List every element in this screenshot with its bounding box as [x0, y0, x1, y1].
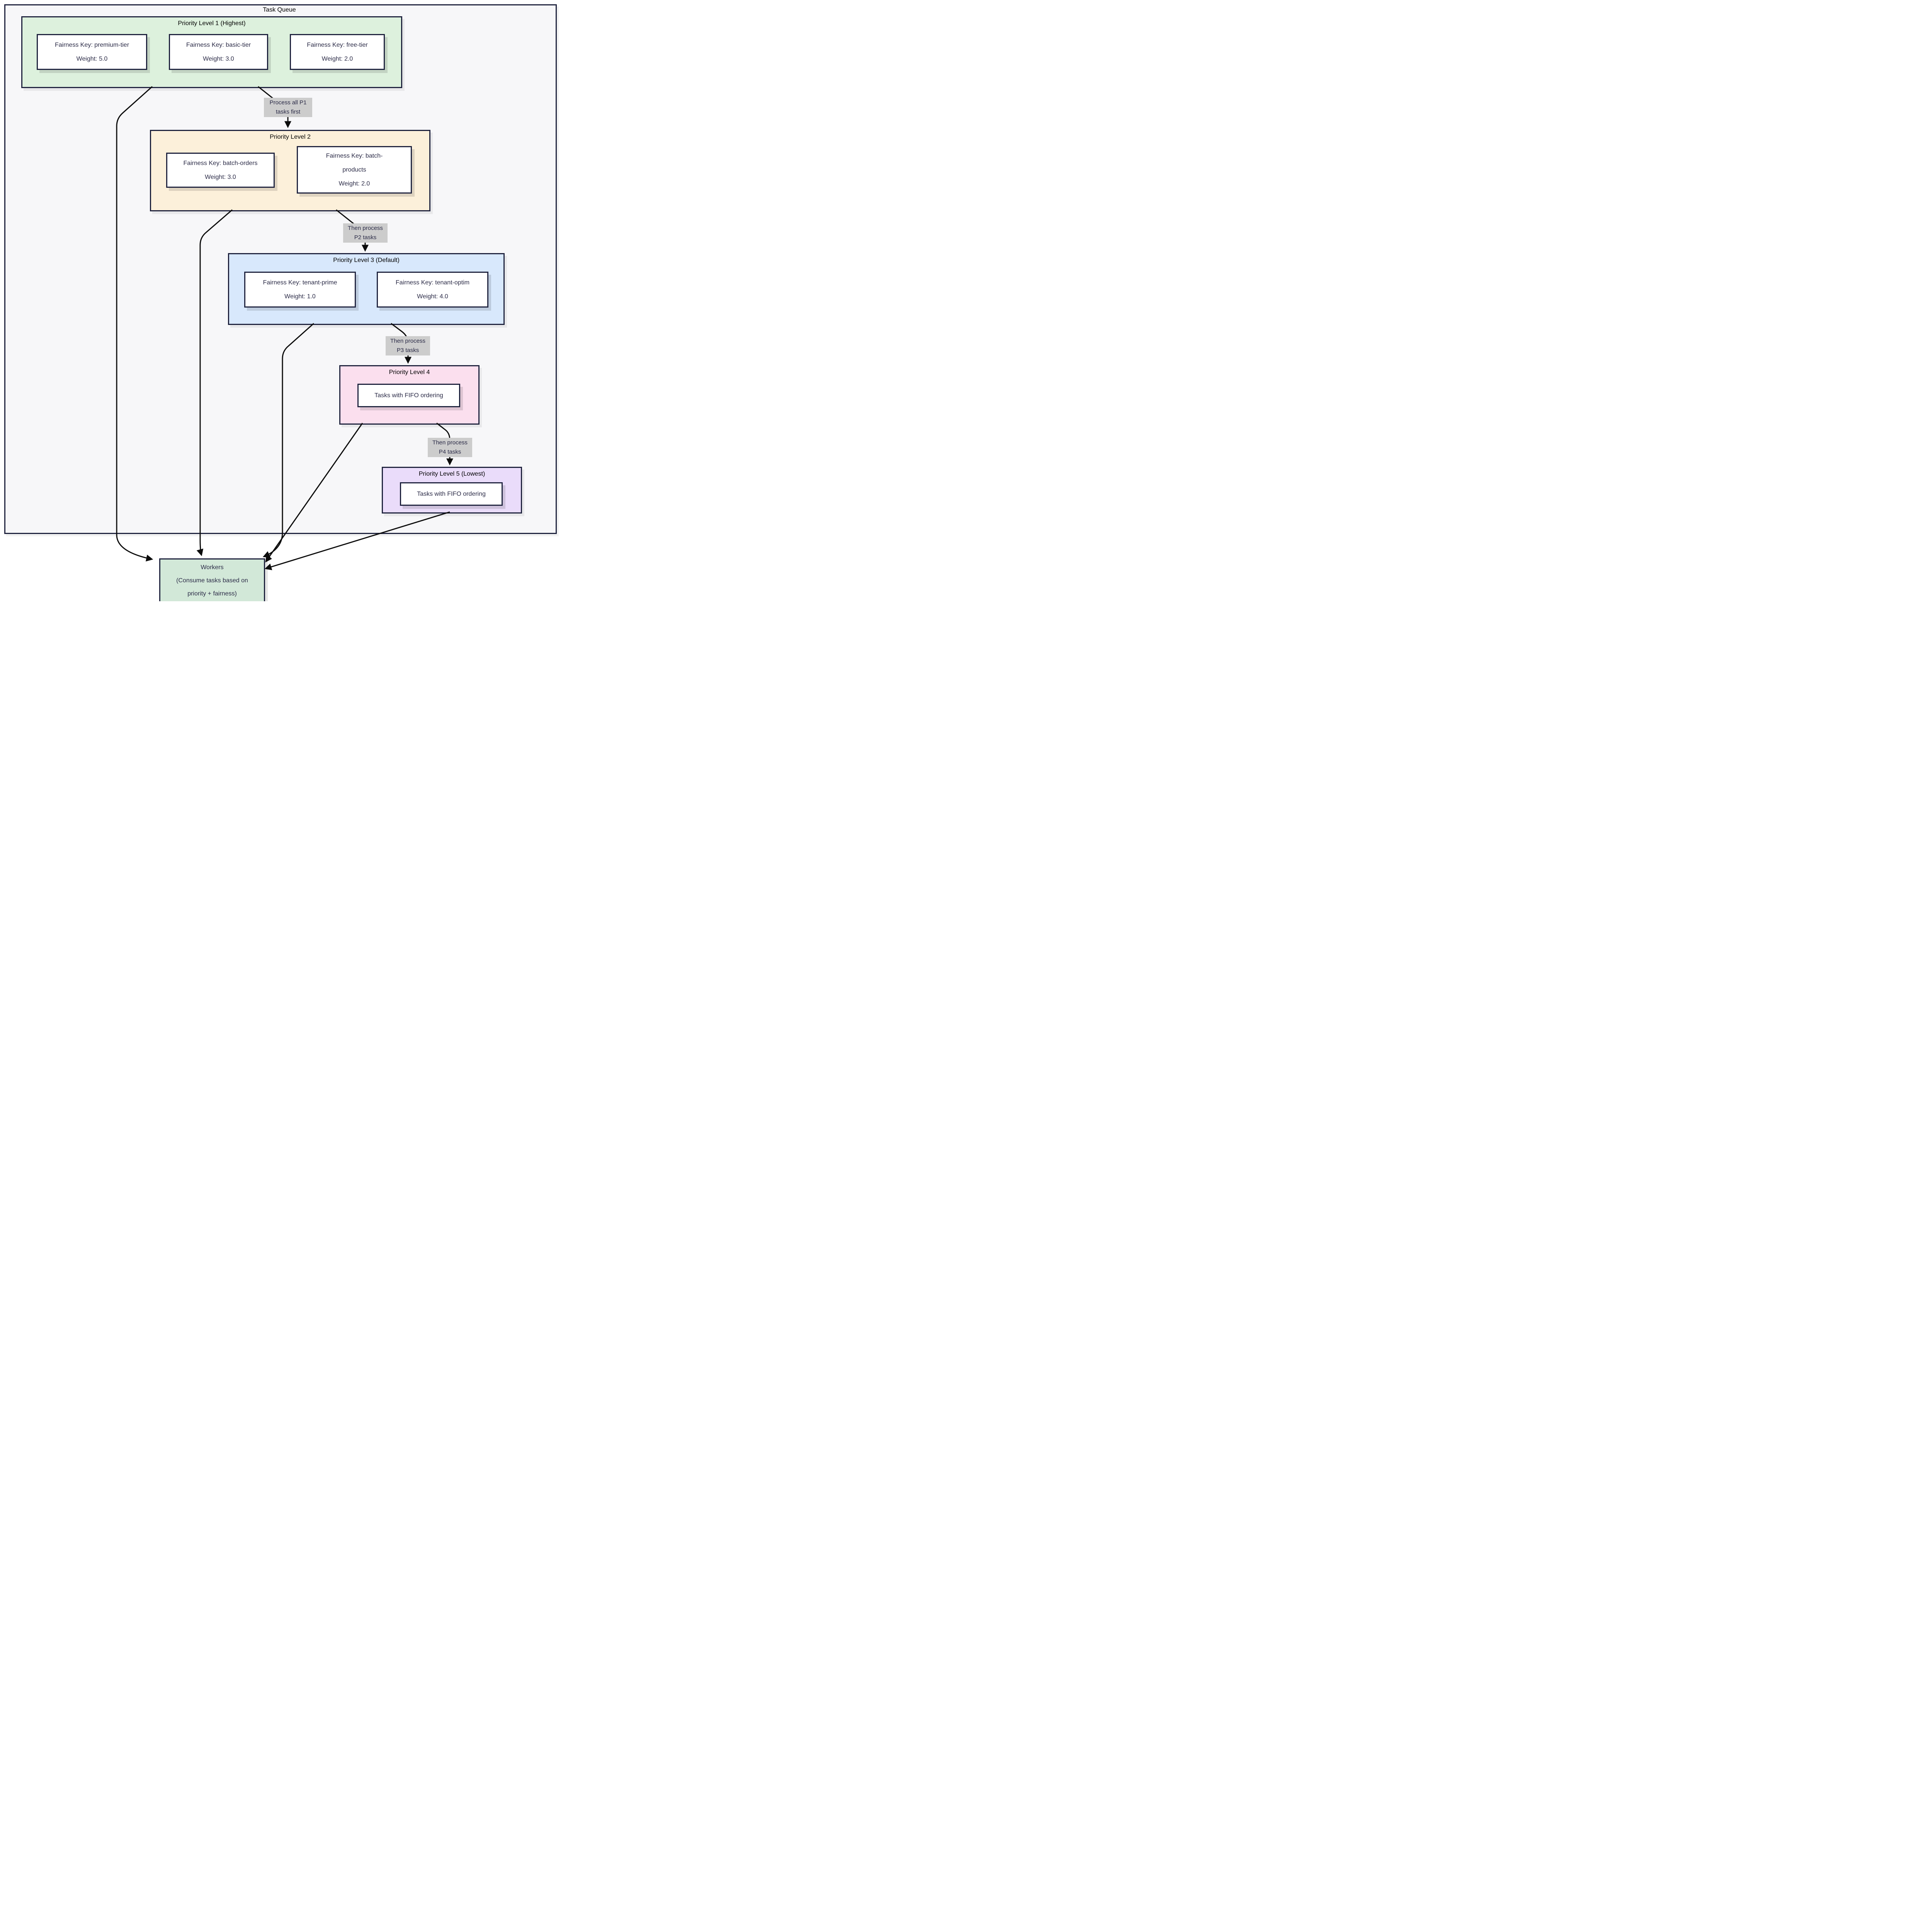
node-text-line: Fairness Key: batch-orders	[183, 160, 258, 167]
node-text-line: Fairness Key: batch-	[326, 152, 383, 159]
node-text-line: Weight: 2.0	[338, 180, 370, 187]
node-workers: Workers (Consume tasks based on priority…	[159, 558, 265, 601]
node-tenant-prime: Fairness Key: tenant-prime Weight: 1.0	[244, 272, 356, 308]
cluster-priority-5-label: Priority Level 5 (Lowest)	[418, 471, 485, 477]
edge-arrows	[116, 86, 453, 570]
node-text-line: Fairness Key: tenant-prime	[263, 279, 337, 286]
node-text-line: Weight: 1.0	[284, 293, 316, 300]
node-basic-tier: Fairness Key: basic-tier Weight: 3.0	[169, 34, 268, 70]
node-text-line: Tasks with FIFO ordering	[417, 490, 486, 497]
node-text-line: Fairness Key: premium-tier	[54, 41, 129, 48]
edge-label-line: P3 tasks	[396, 347, 419, 354]
node-text-line: Weight: 3.0	[205, 173, 236, 180]
edge-label-line: tasks first	[276, 109, 301, 115]
cluster-priority-3-label: Priority Level 3 (Default)	[333, 257, 400, 264]
node-text-line: Weight: 5.0	[76, 55, 108, 62]
node-batch-orders: Fairness Key: batch-orders Weight: 3.0	[166, 153, 275, 188]
node-text-line: products	[342, 166, 366, 173]
edge-label-line: Then process	[348, 225, 383, 231]
flowchart-canvas: Task Queue Priority Level 1 (Highest) Pr…	[0, 0, 596, 601]
node-text-line: Weight: 2.0	[321, 55, 353, 62]
arrow-p4-to-workers	[265, 423, 363, 563]
edge-label-process-p1: Process all P1 tasks first	[264, 98, 312, 117]
arrow-p5-to-workers	[264, 511, 450, 570]
cluster-priority-4-label: Priority Level 4	[389, 369, 430, 376]
edge-label-line: Process all P1	[269, 99, 307, 106]
node-text-line: Workers	[201, 564, 224, 571]
cluster-priority-1-label: Priority Level 1 (Highest)	[178, 20, 246, 27]
node-text-line: Fairness Key: tenant-optim	[395, 279, 470, 286]
node-tenant-optim: Fairness Key: tenant-optim Weight: 4.0	[377, 272, 488, 308]
node-premium-tier: Fairness Key: premium-tier Weight: 5.0	[37, 34, 147, 70]
node-text-line: Fairness Key: free-tier	[307, 41, 368, 48]
edge-label-process-p4: Then process P4 tasks	[428, 438, 472, 457]
edge-label-line: P4 tasks	[439, 449, 461, 455]
arrow-p1-to-workers	[116, 86, 153, 562]
node-text-line: Weight: 4.0	[417, 293, 448, 300]
node-text-line: (Consume tasks based on	[176, 577, 248, 584]
node-free-tier: Fairness Key: free-tier Weight: 2.0	[290, 34, 385, 70]
node-fifo-p4: Tasks with FIFO ordering	[357, 384, 460, 407]
node-text-line: priority + fairness)	[187, 590, 237, 597]
edge-label-line: P2 tasks	[354, 234, 377, 241]
arrow-p2-to-workers	[196, 209, 233, 556]
node-fifo-p5: Tasks with FIFO ordering	[400, 482, 503, 506]
node-text-line: Tasks with FIFO ordering	[374, 392, 443, 399]
arrow-p3-to-workers	[262, 323, 314, 558]
cluster-task-queue-label: Task Queue	[263, 7, 296, 13]
edge-label-line: Then process	[432, 439, 468, 446]
edge-label-process-p3: Then process P3 tasks	[386, 336, 430, 355]
node-batch-products: Fairness Key: batch- products Weight: 2.…	[297, 146, 412, 194]
node-text-line: Weight: 3.0	[203, 55, 234, 62]
node-text-line: Fairness Key: basic-tier	[186, 41, 251, 48]
cluster-priority-2-label: Priority Level 2	[270, 134, 311, 140]
edge-label-line: Then process	[390, 338, 425, 344]
edge-label-process-p2: Then process P2 tasks	[343, 223, 388, 243]
